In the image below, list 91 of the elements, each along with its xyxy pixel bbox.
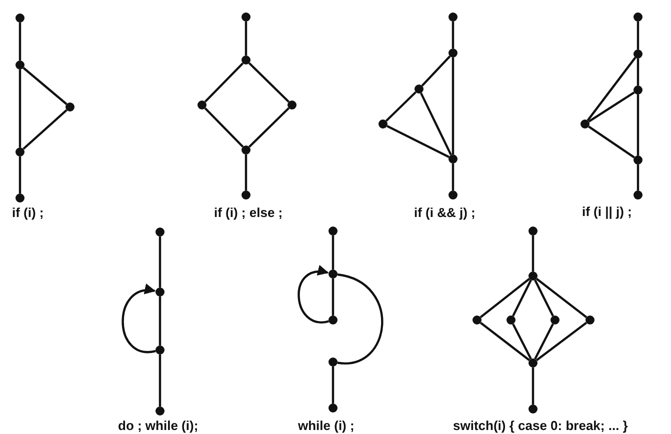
connector-line <box>204 62 244 103</box>
node-dot <box>66 102 74 112</box>
node-dot <box>634 86 642 94</box>
node-dot <box>328 358 338 366</box>
connector-line <box>386 125 450 158</box>
connector-line <box>421 56 451 86</box>
connector-line <box>512 280 532 316</box>
node-dot <box>528 272 538 280</box>
connector-line <box>158 236 162 288</box>
node-dot <box>506 316 516 324</box>
connector-line <box>534 280 554 316</box>
node-dot <box>242 146 250 154</box>
connector-line <box>480 322 530 362</box>
code-caption: if (i) ; else ; <box>214 205 283 220</box>
connector-line <box>636 164 640 190</box>
node-dot <box>472 316 482 324</box>
code-caption: while (i) ; <box>298 418 354 433</box>
node-dot <box>448 12 458 22</box>
connector-line <box>420 92 452 156</box>
node-dot <box>242 56 250 64</box>
node-dot <box>586 316 594 324</box>
connector-line <box>636 22 640 50</box>
node-dot <box>16 14 24 22</box>
node-dot <box>634 156 642 164</box>
connector-line <box>248 107 290 148</box>
code-caption: if (i) ; <box>12 205 44 220</box>
node-dot <box>156 288 164 296</box>
node-dot <box>634 50 642 58</box>
connector-line <box>636 94 640 156</box>
connector-line <box>588 126 635 158</box>
connector-line <box>332 278 334 316</box>
node-dot <box>528 358 538 368</box>
node-dot <box>634 190 642 200</box>
node-dot <box>528 404 538 414</box>
node-dot <box>198 100 206 110</box>
node-dot <box>328 404 338 412</box>
node-dot <box>242 12 250 22</box>
connector-line <box>452 164 454 190</box>
curved-line <box>337 273 384 364</box>
node-dot <box>448 154 458 164</box>
code-caption: if (i || j) ; <box>582 204 632 219</box>
connector-line <box>22 109 68 150</box>
connector-line <box>534 324 554 360</box>
node-dot <box>156 228 164 236</box>
node-dot <box>528 226 538 236</box>
connector-line <box>22 67 68 105</box>
connector-line <box>18 22 22 60</box>
node-dot <box>414 84 424 94</box>
node-dot <box>634 12 642 22</box>
connector-line <box>204 107 244 148</box>
node-dot <box>156 346 164 354</box>
node-dot <box>242 190 250 200</box>
code-caption: switch(i) { case 0: break; ... } <box>453 418 628 433</box>
connector-line <box>480 278 530 318</box>
connector-line <box>452 58 454 154</box>
connector-line <box>586 56 636 122</box>
code-caption: if (i && j) ; <box>414 205 476 220</box>
connector-line <box>385 91 417 122</box>
node-dot <box>580 120 590 128</box>
node-dot <box>288 100 296 110</box>
node-dot <box>16 60 24 70</box>
connector-line <box>332 236 334 270</box>
node-dot <box>328 270 338 278</box>
node-dot <box>448 190 458 200</box>
connector-line <box>512 324 532 360</box>
node-dot <box>328 316 338 324</box>
connector-line <box>244 22 248 56</box>
node-dot <box>328 226 338 236</box>
node-dot <box>16 194 24 202</box>
connector-line <box>18 70 22 148</box>
node-dot <box>550 316 560 324</box>
connector-line <box>18 156 22 194</box>
connector-line <box>244 154 248 190</box>
code-caption: do ; while (i); <box>118 418 198 433</box>
connector-line <box>158 296 162 346</box>
node-dot <box>448 48 458 58</box>
connector-line <box>532 236 534 272</box>
connector-line <box>636 58 640 86</box>
connector-line <box>332 366 334 404</box>
connector-line <box>158 354 162 406</box>
node-dot <box>16 148 24 156</box>
curved-arrow <box>298 266 329 324</box>
connector-line <box>588 92 635 122</box>
node-dot <box>378 120 388 128</box>
curved-arrow <box>122 284 156 354</box>
connector-line <box>532 368 534 404</box>
node-dot <box>156 406 164 416</box>
connector-line <box>536 322 588 362</box>
connector-line <box>536 278 588 318</box>
connector-line <box>452 22 454 48</box>
connector-line <box>248 62 290 103</box>
